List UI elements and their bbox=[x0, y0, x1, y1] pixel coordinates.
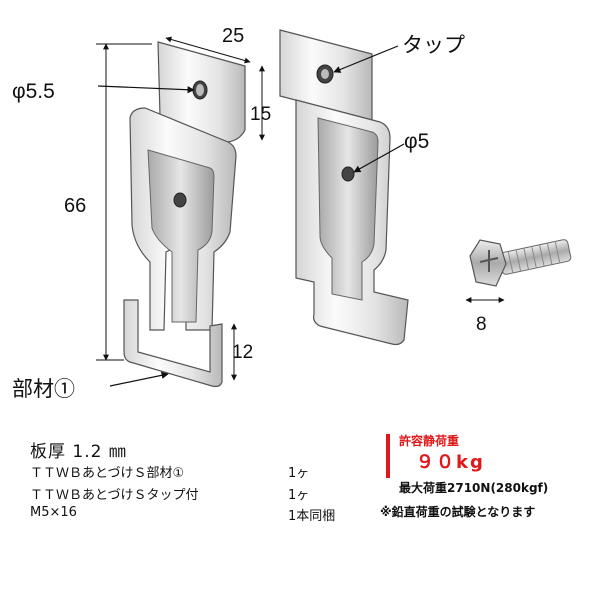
dim-height-label: 66 bbox=[64, 195, 86, 217]
load-rating-box: 許容静荷重 ９０kg 最大荷重2710N(280kgf) bbox=[386, 432, 586, 495]
dim-hook-label: 12 bbox=[232, 342, 253, 363]
item-name-3: M5×16 bbox=[30, 505, 77, 520]
load-value: ９０kg bbox=[416, 452, 485, 473]
item-qty-2: 1ヶ bbox=[288, 488, 310, 503]
dim-bolt-label: 8 bbox=[476, 314, 487, 335]
part-label: 部材① bbox=[12, 378, 75, 401]
dim-tab-label: 15 bbox=[250, 104, 271, 125]
item-qty-1: 1ヶ bbox=[288, 466, 310, 481]
hole-right-label: φ5 bbox=[404, 130, 429, 153]
bolt-m5 bbox=[469, 239, 572, 287]
hole-left-label: φ5.5 bbox=[12, 80, 55, 103]
load-title: 許容静荷重 bbox=[399, 434, 460, 448]
bracket-tapped bbox=[279, 29, 409, 346]
dim-width-label: 25 bbox=[222, 25, 244, 47]
load-note: ※鉛直荷重の試験となります bbox=[380, 505, 536, 519]
item-name-2: ＴＴＷＢあとづけＳタップ付 bbox=[30, 488, 199, 503]
load-max: 最大荷重2710N(280kgf) bbox=[399, 481, 549, 495]
bracket-part1 bbox=[123, 41, 246, 388]
load-accent-bar bbox=[386, 434, 390, 478]
item-qty-3: 1本同梱 bbox=[288, 509, 336, 524]
item-name-1: ＴＴＷＢあとづけＳ部材① bbox=[30, 466, 185, 481]
plate-thickness: 板厚 1.2 ㎜ bbox=[30, 442, 127, 462]
tap-label: タップ bbox=[402, 34, 465, 57]
bracket-technical-drawing: 25 66 15 12 8 φ5.5 φ5 タップ 部材① bbox=[12, 25, 572, 401]
